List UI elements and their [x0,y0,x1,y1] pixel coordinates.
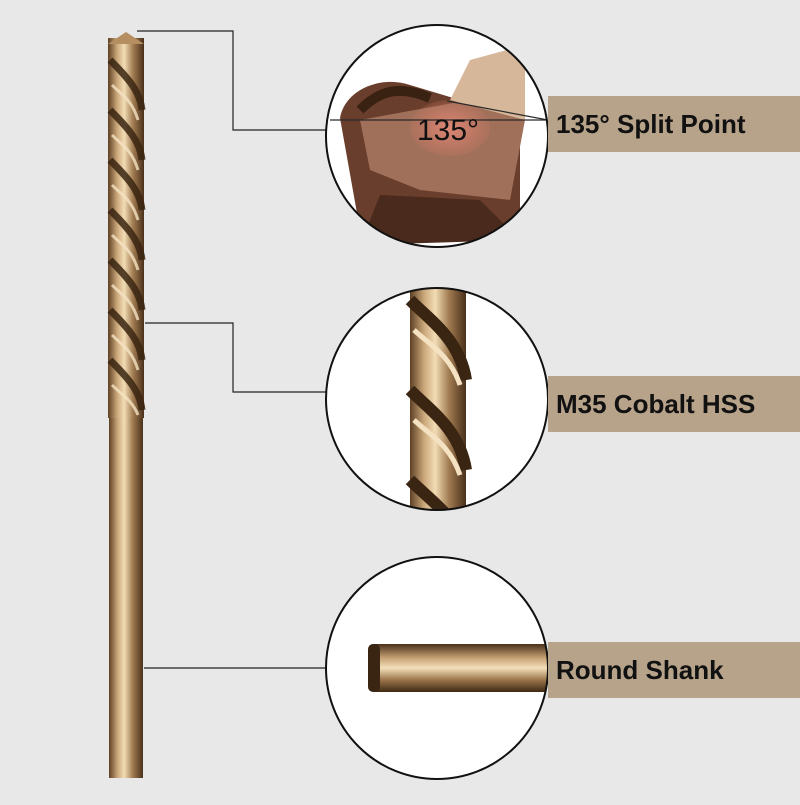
feature-label-text: 135° Split Point [556,108,746,139]
feature-label-material: M35 Cobalt HSS [548,376,800,432]
zoom-circle-tip: 135° [325,24,549,248]
flute-spirals [107,57,146,411]
feature-label-text: Round Shank [556,654,724,685]
leader-line-tip [137,30,326,131]
drill-bit [107,32,146,778]
zoom-circle-flute [325,287,549,511]
drill-tip [108,32,144,44]
feature-label-text: M35 Cobalt HSS [556,388,756,419]
zoom-circle-shank [325,556,549,780]
feature-label-shank: Round Shank [548,642,800,698]
leader-line-flute [145,322,326,393]
tip-angle-label: 135° [417,114,479,147]
leader-lines [137,30,326,669]
feature-label-split-point: 135° Split Point [548,96,800,152]
